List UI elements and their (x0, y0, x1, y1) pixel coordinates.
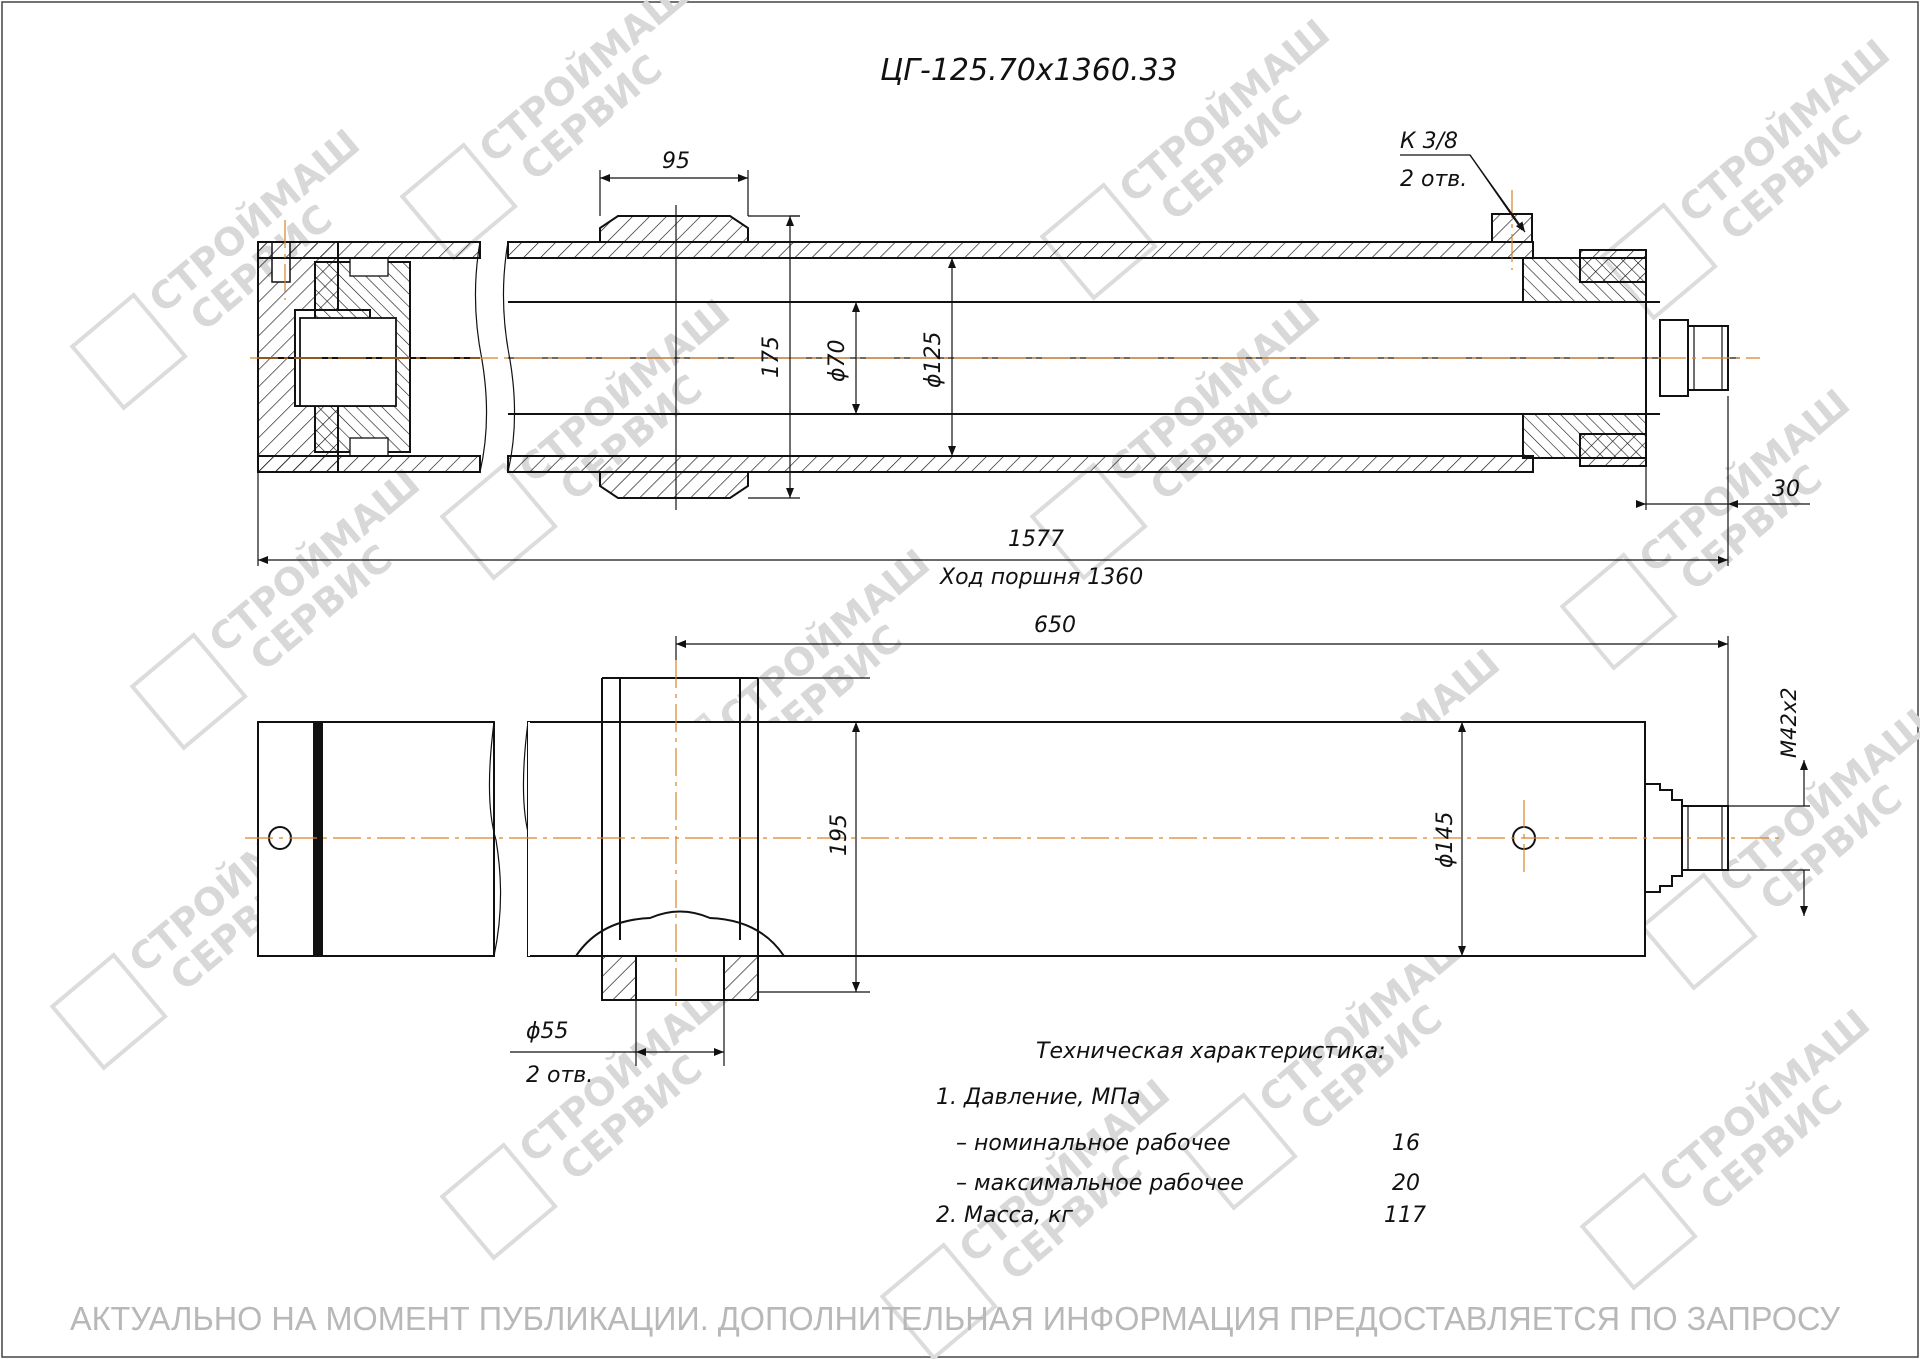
label-k38: К 3/8 (1400, 129, 1458, 154)
dim-phi125: ϕ125 (921, 331, 946, 388)
dim-phi70: ϕ70 (825, 339, 850, 382)
trunnion-ring (599, 215, 749, 243)
label-phi55-holes: 2 отв. (526, 1063, 593, 1088)
cylinder-body-left (257, 721, 495, 957)
specs-heading: Техническая характеристика: (1036, 1039, 1386, 1064)
spec-value: 117 (1384, 1203, 1426, 1228)
spec-label: – номинальное рабочее (956, 1131, 1231, 1156)
label-m42: М42х2 (1777, 687, 1801, 758)
spec-label: – максимальное рабочее (956, 1171, 1244, 1196)
dim-30: 30 (1772, 477, 1800, 502)
specs-block: Техническая характеристика: 1. Давление,… (936, 1039, 1426, 1228)
label-stroke: Ход поршня 1360 (939, 565, 1143, 590)
dim-95: 95 (662, 149, 690, 174)
drawing-title: ЦГ-125.70х1360.33 (880, 53, 1178, 88)
dim-1577: 1577 (1008, 527, 1064, 552)
dim-195: 195 (827, 814, 852, 856)
cylinder-body-right (527, 721, 1646, 957)
spec-value: 20 (1392, 1171, 1420, 1196)
spec-label: 2. Масса, кг (936, 1203, 1073, 1228)
spec-label: 1. Давление, МПа (936, 1085, 1140, 1110)
dim-phi55: ϕ55 (526, 1019, 569, 1044)
label-k38-holes: 2 отв. (1400, 167, 1467, 192)
footer-note: АКТУАЛЬНО НА МОМЕНТ ПУБЛИКАЦИИ. ДОПОЛНИТ… (70, 1300, 1841, 1337)
dim-phi145: ϕ145 (1433, 811, 1458, 868)
dim-175: 175 (759, 336, 784, 378)
elevation-view (245, 636, 1810, 1066)
dim-650: 650 (1034, 613, 1076, 638)
section-view (250, 154, 1810, 566)
spec-value: 16 (1392, 1131, 1420, 1156)
